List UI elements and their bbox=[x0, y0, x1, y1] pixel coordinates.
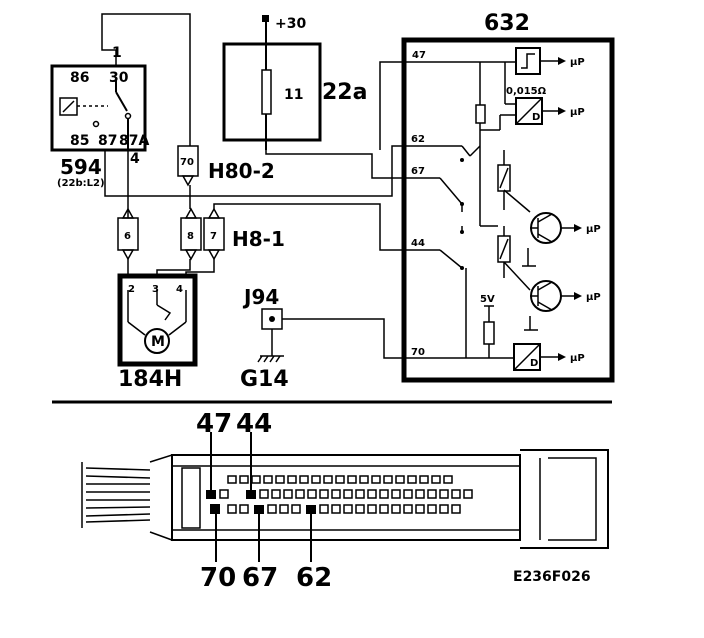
relay-contact-87 bbox=[92, 120, 100, 128]
motor-pin-3: 3 bbox=[152, 284, 159, 295]
ecu-pin-47: 47 bbox=[412, 50, 426, 61]
cable-bundle bbox=[81, 453, 173, 542]
ecu-pin-62: 62 bbox=[411, 134, 425, 145]
pin-67-marker bbox=[254, 505, 264, 514]
relay-pin-1: 1 bbox=[112, 45, 122, 61]
relay-contact-87a bbox=[124, 112, 132, 120]
motor-pin-2: 2 bbox=[128, 284, 135, 295]
ecu-output-1: μP bbox=[570, 57, 585, 68]
connector-h80-2: 70 H80-2 bbox=[177, 145, 275, 187]
ecu-5v-label: 5V bbox=[480, 294, 495, 305]
connector-label-70: 70 bbox=[200, 563, 236, 593]
j94-id: J94 bbox=[242, 285, 279, 309]
pin-62-marker bbox=[306, 505, 316, 514]
relay-pin-85: 85 bbox=[70, 133, 89, 149]
h80-2-pin-number: 70 bbox=[180, 157, 194, 168]
relay-note: (22b:L2) bbox=[57, 178, 105, 189]
ecu-output-2: μP bbox=[570, 107, 585, 118]
motor-thermal-switch bbox=[156, 304, 172, 321]
connector-label-47: 47 bbox=[196, 409, 232, 439]
h8-1-pin-7: 7 bbox=[210, 231, 217, 242]
relay-594-box bbox=[50, 64, 147, 152]
ecu-pin-44: 44 bbox=[411, 238, 425, 249]
battery-terminal bbox=[262, 15, 269, 22]
ecu-schmitt-trigger bbox=[515, 47, 541, 75]
motor-184h: M 2 3 4 184H bbox=[117, 273, 198, 392]
ground-point-j94: J94 G14 bbox=[240, 285, 289, 392]
wires bbox=[101, 13, 404, 359]
motor-pin-4: 4 bbox=[176, 284, 183, 295]
pin-row-top bbox=[227, 475, 453, 484]
h8-1-id: H8-1 bbox=[232, 227, 285, 251]
fuse-id: 22a bbox=[322, 80, 367, 105]
h8-1-pin-6: 6 bbox=[124, 231, 131, 242]
h80-2-arrow bbox=[181, 175, 195, 187]
connector-housing bbox=[171, 454, 521, 541]
fuse-supply-label: +30 bbox=[275, 16, 306, 32]
svg-text:D: D bbox=[530, 358, 538, 369]
fuse-number: 11 bbox=[284, 87, 303, 103]
h80-2-id: H80-2 bbox=[208, 159, 275, 183]
ecu-pullup-resistor bbox=[483, 321, 495, 345]
relay-pin-30: 30 bbox=[109, 70, 129, 86]
relay-pin-87: 87 bbox=[98, 133, 117, 149]
fuse-22a: +30 11 22a bbox=[222, 15, 367, 150]
ecu-id: 632 bbox=[484, 11, 530, 36]
ecu-pin-70: 70 bbox=[411, 347, 425, 358]
fuse-element bbox=[261, 69, 272, 115]
pin-row-bottom bbox=[210, 504, 461, 514]
ecu-resistor-value: 0,015Ω bbox=[506, 86, 547, 97]
pin-70-marker bbox=[210, 504, 220, 514]
relay-pin-4: 4 bbox=[130, 151, 140, 167]
svg-text:D: D bbox=[532, 112, 540, 123]
connector-label-62: 62 bbox=[296, 563, 332, 593]
pin-44-marker bbox=[246, 490, 256, 499]
relay-594: 86 30 85 87 87A 1 4 594 (22b:L2) bbox=[50, 45, 149, 189]
motor-symbol bbox=[144, 328, 170, 354]
pin-row-middle bbox=[206, 489, 473, 499]
relay-pin-86: 86 bbox=[70, 70, 89, 86]
connector-h8-1: 6 8 7 H8-1 bbox=[117, 207, 285, 261]
ecu-shunt-resistor bbox=[475, 104, 486, 124]
ecu-output-3: μP bbox=[586, 224, 601, 235]
connector-latch bbox=[520, 449, 609, 549]
ecu-632: 632 47 62 67 44 70 0,015Ω bbox=[401, 11, 615, 383]
ecu-output-4: μP bbox=[586, 292, 601, 303]
pin-47-marker bbox=[206, 490, 216, 499]
relay-pin-87a: 87A bbox=[119, 133, 149, 149]
connector-label-67: 67 bbox=[242, 563, 278, 593]
fuse-box bbox=[222, 42, 322, 142]
g14-id: G14 bbox=[240, 367, 289, 392]
figure-code: E236F026 bbox=[513, 569, 591, 585]
motor-id: 184H bbox=[118, 367, 182, 392]
motor-symbol-label: M bbox=[151, 334, 165, 350]
ecu-pin-67: 67 bbox=[411, 166, 425, 177]
connector-label-44: 44 bbox=[236, 409, 272, 439]
relay-switch-contact bbox=[115, 91, 128, 112]
h8-1-pin-8: 8 bbox=[187, 231, 194, 242]
ecu-connector-view: 47 44 70 67 62 bbox=[81, 409, 609, 593]
ecu-box bbox=[401, 37, 615, 383]
ecu-output-5: μP bbox=[570, 353, 585, 364]
relay-id: 594 bbox=[60, 155, 102, 179]
